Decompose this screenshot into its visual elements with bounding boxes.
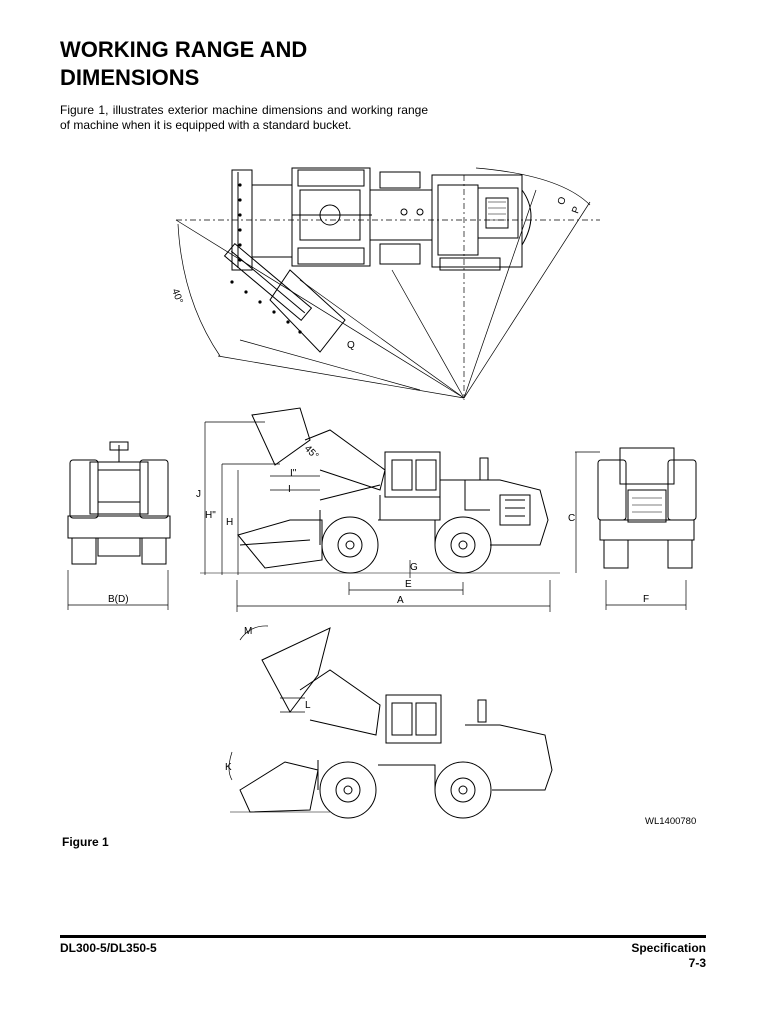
label-c: C [568,513,575,524]
page-title: WORKING RANGE AND DIMENSIONS [60,36,480,92]
angle-40-label: 40° [169,287,185,305]
front-wheel [321,516,379,574]
label-e: E [405,579,412,590]
label-a: A [397,595,404,606]
front-view [67,441,171,565]
bottom-labels: M L K [225,626,311,773]
label-h-double: H" [205,510,216,521]
label-p: P [570,205,583,215]
side-dimensions [204,421,551,612]
label-j: J [196,489,201,500]
label-b-d: B(D) [108,594,129,605]
label-m: M [244,626,252,637]
label-o: O [556,195,569,206]
label-i: I [288,484,291,495]
footer-section-block: Specification 7-3 [631,941,706,971]
cab [384,451,441,498]
label-45deg: 45° [302,443,320,461]
label-l: L [305,700,311,711]
label-k: K [225,762,232,773]
side-labels: J H" H I" I 45° G E A [196,443,418,606]
rear-dimensions [575,451,687,610]
range-lines [175,167,591,399]
label-i-double: I" [290,468,297,479]
title-line-1: WORKING RANGE AND [60,37,308,62]
top-view-labels: 40° Q O P [169,195,583,351]
bucket-teeth [238,183,242,262]
figure-reference-code: WL1400780 [645,816,697,827]
footer-model: DL300-5/DL350-5 [60,941,157,955]
footer-page-number: 7-3 [688,956,706,970]
rear-wheel [434,516,492,574]
label-q: Q [347,340,355,351]
title-line-2: DIMENSIONS [60,65,200,90]
bottom-view [228,625,553,819]
label-f: F [643,594,649,605]
footer-section: Specification [631,941,706,955]
label-h: H [226,517,233,528]
side-view [200,407,560,574]
figure-caption: Figure 1 [62,835,109,849]
rear-view [597,447,697,569]
dimension-figure: 40° Q O P B(D) [67,167,697,819]
front-width-dimension [67,570,169,610]
label-g: G [410,562,418,573]
intro-paragraph: Figure 1, illustrates exterior machine d… [60,103,428,132]
footer-rule [60,935,706,938]
top-view [175,167,600,400]
